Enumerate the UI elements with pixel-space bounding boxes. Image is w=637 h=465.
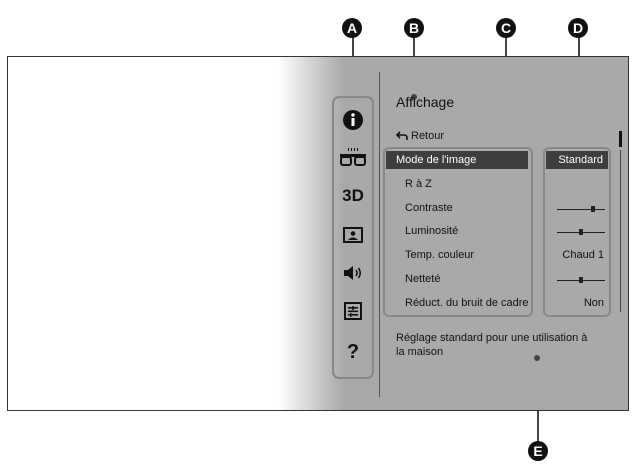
callout-e: E <box>528 441 548 461</box>
slider-contraste-knob[interactable] <box>591 206 595 212</box>
value-label: Non <box>583 297 604 309</box>
back-arrow-icon <box>396 131 408 140</box>
menu-item-label: Contraste <box>405 202 453 214</box>
info-icon[interactable] <box>334 106 372 134</box>
menu-item-mode-image[interactable]: Mode de l'image <box>386 151 528 169</box>
value-reduct-bruit[interactable]: Non <box>546 294 604 312</box>
menu-values-group <box>543 147 611 317</box>
back-button[interactable]: Retour <box>396 130 444 142</box>
value-label: Standard <box>558 154 603 166</box>
menu-item-label: Temp. couleur <box>405 249 475 261</box>
3d-icon[interactable]: 3D <box>342 186 364 205</box>
callout-d: D <box>568 18 588 38</box>
picture-icon[interactable] <box>334 221 372 249</box>
menu-item-temp-couleur[interactable]: Temp. couleur <box>405 246 525 264</box>
settings-list-icon[interactable] <box>334 297 372 325</box>
tv-screen <box>7 56 629 411</box>
sound-icon[interactable] <box>334 259 372 287</box>
menu-item-contraste[interactable]: Contraste <box>405 199 525 217</box>
menu-item-r-a-z[interactable]: R à Z <box>405 175 525 193</box>
value-mode-image[interactable]: Standard <box>546 151 608 169</box>
slider-contraste[interactable] <box>557 209 605 210</box>
menu-item-reduct-bruit[interactable]: Réduct. du bruit de cadre <box>405 294 531 312</box>
menu-item-luminosite[interactable]: Luminosité <box>405 222 525 240</box>
callout-b: B <box>404 18 424 38</box>
callout-c: C <box>496 18 516 38</box>
scrollbar-thumb[interactable] <box>619 131 622 147</box>
help-icon[interactable]: ? <box>346 340 360 363</box>
back-label: Retour <box>411 130 445 142</box>
menu-item-label: Mode de l'image <box>396 154 477 166</box>
slider-luminosite-knob[interactable] <box>579 229 583 235</box>
scrollbar-track[interactable] <box>620 150 621 312</box>
menu-item-label: Réduct. du bruit de cadre <box>405 297 529 309</box>
callout-b-dot <box>411 94 417 100</box>
menu-item-label: Luminosité <box>405 225 459 237</box>
slider-nettete-knob[interactable] <box>579 277 583 283</box>
3d-glasses-icon[interactable] <box>334 143 372 171</box>
value-label: Chaud 1 <box>562 249 604 261</box>
page-title: Affichage <box>396 94 455 110</box>
menu-item-label: R à Z <box>405 178 432 190</box>
callout-a: A <box>342 18 362 38</box>
menu-items-group <box>383 147 533 317</box>
category-icon-bar: 3D ? <box>332 96 374 379</box>
value-temp-couleur[interactable]: Chaud 1 <box>546 246 604 264</box>
menu-item-label: Netteté <box>405 273 441 285</box>
help-description: Réglage standard pour une utilisation à … <box>396 332 588 358</box>
menu-item-nettete[interactable]: Netteté <box>405 270 525 288</box>
divider <box>379 72 380 397</box>
callout-e-dot <box>534 355 540 361</box>
